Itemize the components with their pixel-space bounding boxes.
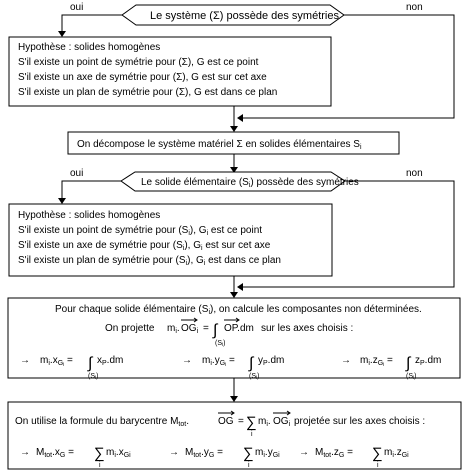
svg-text:xP.dm: xP.dm [97,355,123,367]
projection-end: sur les axes choisis : [261,323,353,334]
decision-2-no-line [240,180,455,288]
svg-text:projetée sur les axes choisis: projetée sur les axes choisis : [294,416,425,427]
barycentre-z: → Mtot.zG = ∑ i mi.zGi [299,445,409,469]
svg-text:∑: ∑ [243,445,254,462]
decision-2-text: Le solide élémentaire (Si) possède des s… [141,177,359,189]
decision-1-no-line [240,14,455,119]
decision-2-yes-label: oui [70,168,83,179]
projection-mi: mi. [167,323,180,335]
svg-text:(Si): (Si) [88,373,98,381]
svg-text:Mtot.xG =: Mtot.xG = [36,447,74,459]
svg-text:i: i [377,462,379,469]
svg-text:∫: ∫ [248,355,255,372]
svg-text:On utilise la formule du baryc: On utilise la formule du barycentre Mtot… [15,416,189,428]
integral-domain: (Si) [215,340,225,348]
hypothesis-2-line-2: S'il existe un axe de symétrie pour (Si)… [18,240,271,252]
component-x: → mi.xGi = ∫ (Si) xP.dm [20,355,123,381]
svg-text:mi.yGi =: mi.yGi = [202,355,235,368]
arrowhead [58,31,66,37]
svg-text:i: i [251,431,253,438]
svg-text:Mtot.zG =: Mtot.zG = [315,447,353,459]
svg-text:→: → [299,447,309,458]
vector-arrow-head [193,317,198,323]
svg-text:→: → [341,355,351,366]
decision-1-text: Le système (Σ) possède des symétries [150,10,339,22]
svg-text:mi.zGi: mi.zGi [384,447,409,459]
svg-text:yP.dm: yP.dm [258,355,284,367]
hypothesis-2-title: Hypothèse : solides homogènes [18,210,160,221]
arrowhead [230,292,238,298]
hypothesis-1-line-1: S'il existe un point de symétrie pour (Σ… [18,57,259,68]
svg-text:=: = [238,416,244,427]
hypothesis-2-box [8,203,333,277]
hypothesis-1-title: Hypothèse : solides homogènes [18,42,160,53]
svg-text:OGi: OGi [273,416,291,428]
svg-text:OG: OG [218,416,234,427]
svg-text:i: i [248,462,250,469]
decision-1-yes-label: oui [70,2,83,13]
svg-text:i: i [99,462,101,469]
svg-text:∑: ∑ [246,414,257,431]
svg-text:mi.xGi =: mi.xGi = [40,355,73,368]
svg-text:mi.: mi. [258,416,271,428]
svg-text:→: → [182,355,192,366]
hypothesis-1-line-2: S'il existe un axe de symétrie pour (Σ),… [18,72,267,83]
decision-2-yes-line [61,180,121,201]
component-y: → mi.yGi = ∫ (Si) yP.dm [182,355,284,381]
integral-sign: ∫ [212,322,219,339]
hypothesis-2-line-3: S'il existe un plan de symétrie pour (Si… [18,255,281,267]
decision-2-no-label: non [406,168,423,179]
barycentre-x: → Mtot.xG = ∑ i mi.xGi [20,445,131,469]
component-z: → mi.zGi = ∫ (Si) zP.dm [341,355,441,381]
barycentre-formula: On utilise la formule du barycentre Mtot… [15,410,425,438]
projection-intro: On projette [105,323,155,334]
svg-text:mi.xGi: mi.xGi [106,447,131,459]
vector-arrow-head [235,317,240,323]
arrowhead [237,283,243,291]
arrowhead [58,198,66,204]
projection-op: OP.dm [224,323,254,334]
svg-text:→: → [20,355,30,366]
svg-text:mi.zGi =: mi.zGi = [360,355,393,368]
hypothesis-1-line-3: S'il existe un plan de symétrie pour (Σ)… [18,87,277,98]
hypothesis-1-box [8,36,332,107]
projection-ogi: OGi [181,323,199,335]
barycentre-y: → Mtot.yG = ∑ i mi.yGi [169,445,280,469]
arrowhead [237,114,243,122]
svg-text:→: → [20,447,30,458]
arrowhead [230,126,238,132]
svg-text:∑: ∑ [94,445,105,462]
svg-text:∑: ∑ [372,445,383,462]
svg-text:∫: ∫ [405,355,412,372]
svg-text:→: → [169,447,179,458]
projection-eq: = [203,323,209,334]
decompose-text: On décompose le système matériel Σ en so… [77,139,362,151]
arrowhead [230,167,238,173]
compute-line-1: Pour chaque solide élémentaire (Si), on … [55,304,422,316]
svg-text:(Si): (Si) [249,373,259,381]
svg-text:zP.dm: zP.dm [415,355,441,367]
decision-1-yes-line [61,14,122,34]
svg-text:(Si): (Si) [406,373,416,381]
hypothesis-2-line-1: S'il existe un point de symétrie pour (S… [18,225,262,237]
svg-text:mi.yGi: mi.yGi [255,447,280,459]
arrowhead [230,396,238,402]
decision-1-no-label: non [406,2,423,13]
svg-text:∫: ∫ [87,355,94,372]
svg-text:Mtot.yG =: Mtot.yG = [185,447,223,459]
compute-box [7,297,461,379]
